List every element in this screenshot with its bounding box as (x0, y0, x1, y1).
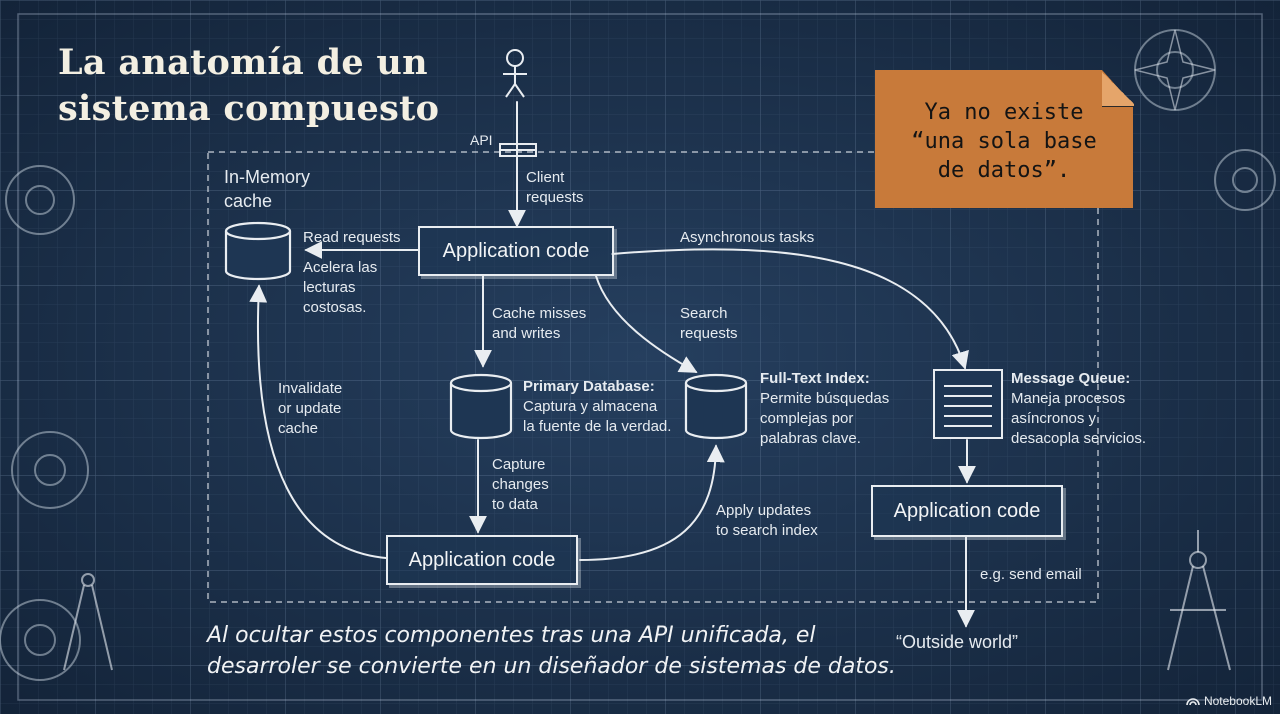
footer-caption: Al ocultar estos componentes tras una AP… (207, 620, 896, 682)
sticky-note: Ya no existe “una sola base de datos”. (875, 70, 1133, 208)
message-queue-label: Message Queue: Maneja procesos asíncrono… (1011, 370, 1147, 447)
arrow-search-requests (595, 275, 698, 373)
full-text-index-label: Full-Text Index: Permite búsquedas compl… (760, 370, 890, 447)
async-tasks-label: Asynchronous tasks (680, 229, 815, 246)
system-boundary (207, 151, 1099, 603)
outside-world-label: “Outside world” (896, 632, 1019, 652)
primary-database-label: Primary Database: Captura y almacena la … (523, 378, 672, 435)
drafting-compass-icon (63, 530, 1231, 671)
title-line-2: sistema compuesto (58, 88, 440, 129)
arrow-async-tasks (611, 248, 969, 370)
search-requests-label: Search requests (680, 305, 738, 342)
note-line-3: de datos”. (937, 157, 1071, 183)
arrow-apply-updates (579, 444, 725, 561)
application-code-box-right: Application code (871, 485, 1063, 537)
note-fold (1102, 70, 1134, 107)
read-requests-label: Read requests (303, 229, 401, 246)
send-email-label: e.g. send email (980, 566, 1082, 583)
invalidate-label: Invalidate or update cache (278, 380, 343, 437)
brand-label: NotebookLM (1203, 694, 1272, 708)
cache-cylinder-icon (224, 221, 292, 281)
cache-misses-label: Cache misses and writes (492, 305, 587, 342)
application-code-box-bottom: Application code (386, 535, 578, 585)
page-title: La anatomía de un sistema compuesto (58, 40, 439, 132)
note-line-2: “una sola base (911, 128, 1097, 154)
stick-figure-icon (503, 49, 527, 98)
arrow-invalidate-cache (249, 284, 387, 559)
notebooklm-logo-icon (1186, 698, 1200, 706)
cache-note: Acelera las lecturas costosas. (303, 259, 378, 316)
note-line-1: Ya no existe (924, 99, 1084, 125)
brand-watermark: NotebookLM (1186, 694, 1272, 708)
compass-rose-icon (1134, 29, 1216, 111)
database-cylinder-icon (449, 373, 513, 440)
application-code-box-top: Application code (418, 226, 614, 276)
index-cylinder-icon (684, 373, 748, 440)
apply-updates-label: Apply updates to search index (716, 502, 818, 539)
message-queue-icon (933, 369, 1003, 439)
footer-line-1: Al ocultar estos componentes tras una AP… (207, 623, 816, 648)
client-requests-label: Client requests (526, 169, 584, 206)
footer-line-2: desarroler se convierte en un diseñador … (207, 654, 896, 679)
cache-label: In-Memory cache (224, 167, 311, 211)
api-label: API (470, 132, 493, 148)
title-line-1: La anatomía de un (58, 42, 428, 83)
capture-changes-label: Capture changes to data (492, 456, 549, 513)
